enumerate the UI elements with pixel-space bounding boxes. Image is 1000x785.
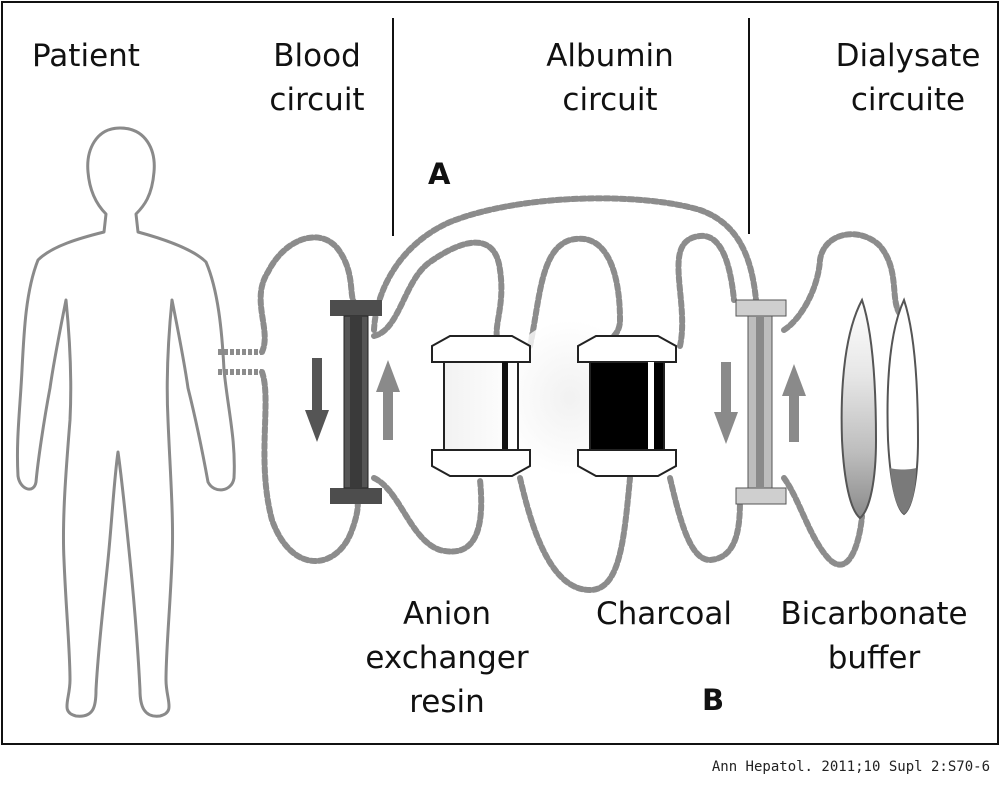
label-anion-line3: resin — [409, 684, 485, 720]
label-albumin-line1: Albumin — [546, 38, 674, 74]
label-patient: Patient — [32, 38, 140, 74]
dialysate-dialyzer — [735, 299, 787, 505]
label-bicarbonate-buffer: Bicarbonate buffer — [772, 592, 976, 680]
label-charcoal: Charcoal — [596, 596, 732, 632]
blood-loop-return — [259, 369, 361, 564]
dialysate-flow-arrows — [714, 362, 806, 444]
albumin-loop-2 — [371, 475, 485, 555]
label-blood-circuit: Blood circuit — [258, 34, 376, 122]
citation-text: Ann Hepatol. 2011;10 Supl 2:S70-6 — [711, 759, 990, 775]
blood-loop — [257, 234, 359, 355]
patient-silhouette — [15, 126, 236, 718]
dialysate-loop — [781, 231, 903, 333]
label-dialysate-line1: Dialysate — [835, 38, 981, 74]
figure-border — [1, 1, 999, 745]
label-bicarbonate-line1: Bicarbonate — [780, 596, 968, 632]
charcoal-cartridge — [577, 335, 677, 477]
label-albumin-line2: circuit — [562, 82, 658, 118]
marker-b: B — [702, 683, 725, 717]
label-anion-line2: exchanger — [365, 640, 529, 676]
label-anion-line1: Anion — [402, 596, 492, 632]
label-anion-resin: Anion exchanger resin — [356, 592, 538, 724]
label-dialysate-circuit: Dialysate circuite — [824, 34, 992, 122]
dialysate-loop-return — [781, 475, 865, 568]
albumin-loop-4 — [517, 475, 633, 594]
albumin-loop-1 — [371, 239, 505, 349]
label-bicarbonate-line2: buffer — [827, 640, 921, 676]
anion-resin-cartridge — [431, 335, 531, 477]
albumin-arc — [371, 195, 759, 333]
mars-dialyzer — [330, 300, 382, 504]
label-blood-line2: circuit — [269, 82, 365, 118]
tubing — [257, 195, 903, 594]
bicarbonate-bags — [840, 297, 920, 520]
label-albumin-circuit: Albumin circuit — [530, 34, 690, 122]
albumin-loop-6 — [667, 475, 743, 564]
label-dialysate-line2: circuite — [850, 82, 966, 118]
blood-flow-arrows — [305, 358, 400, 442]
albumin-loop-5 — [675, 232, 737, 349]
marker-a: A — [428, 157, 451, 191]
label-blood-line1: Blood — [273, 38, 361, 74]
